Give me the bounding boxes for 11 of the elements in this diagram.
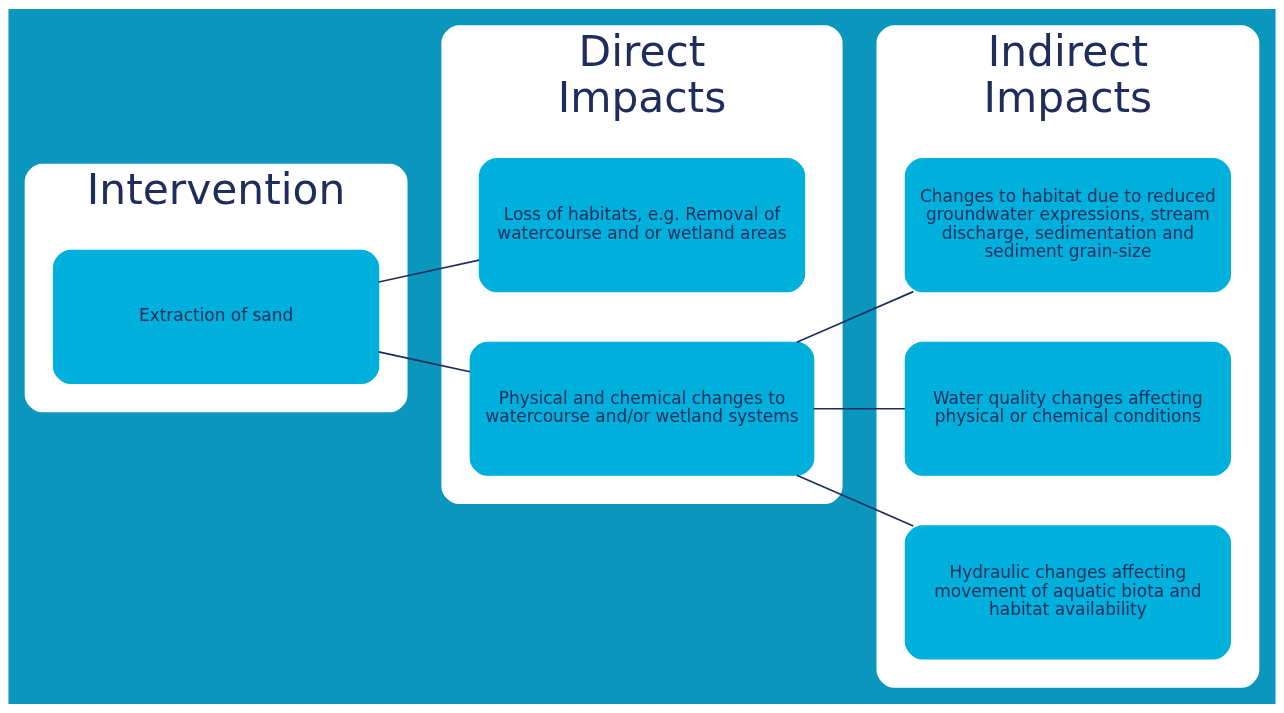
node-box: Hydraulic changes affecting movement of aquatic biota and habitat availability — [904, 525, 1232, 660]
connector — [812, 407, 906, 410]
node-box: Water quality changes affecting physical or chemical conditions — [904, 341, 1232, 476]
node-box: Loss of habitats, e.g. Removal of watercourse and or wetland areas — [478, 158, 806, 293]
node-box: Extraction of sand — [52, 249, 380, 385]
connector — [377, 259, 481, 283]
node-box: Changes to habitat due to reduced groundwater expressions, stream discharge, sedimentation and sediment grain-size — [904, 158, 1232, 293]
node-box: Physical and chemical changes to watercourse and/or wetland systems — [469, 341, 815, 476]
connector — [377, 351, 471, 373]
connector — [795, 290, 915, 344]
connector — [795, 474, 915, 527]
